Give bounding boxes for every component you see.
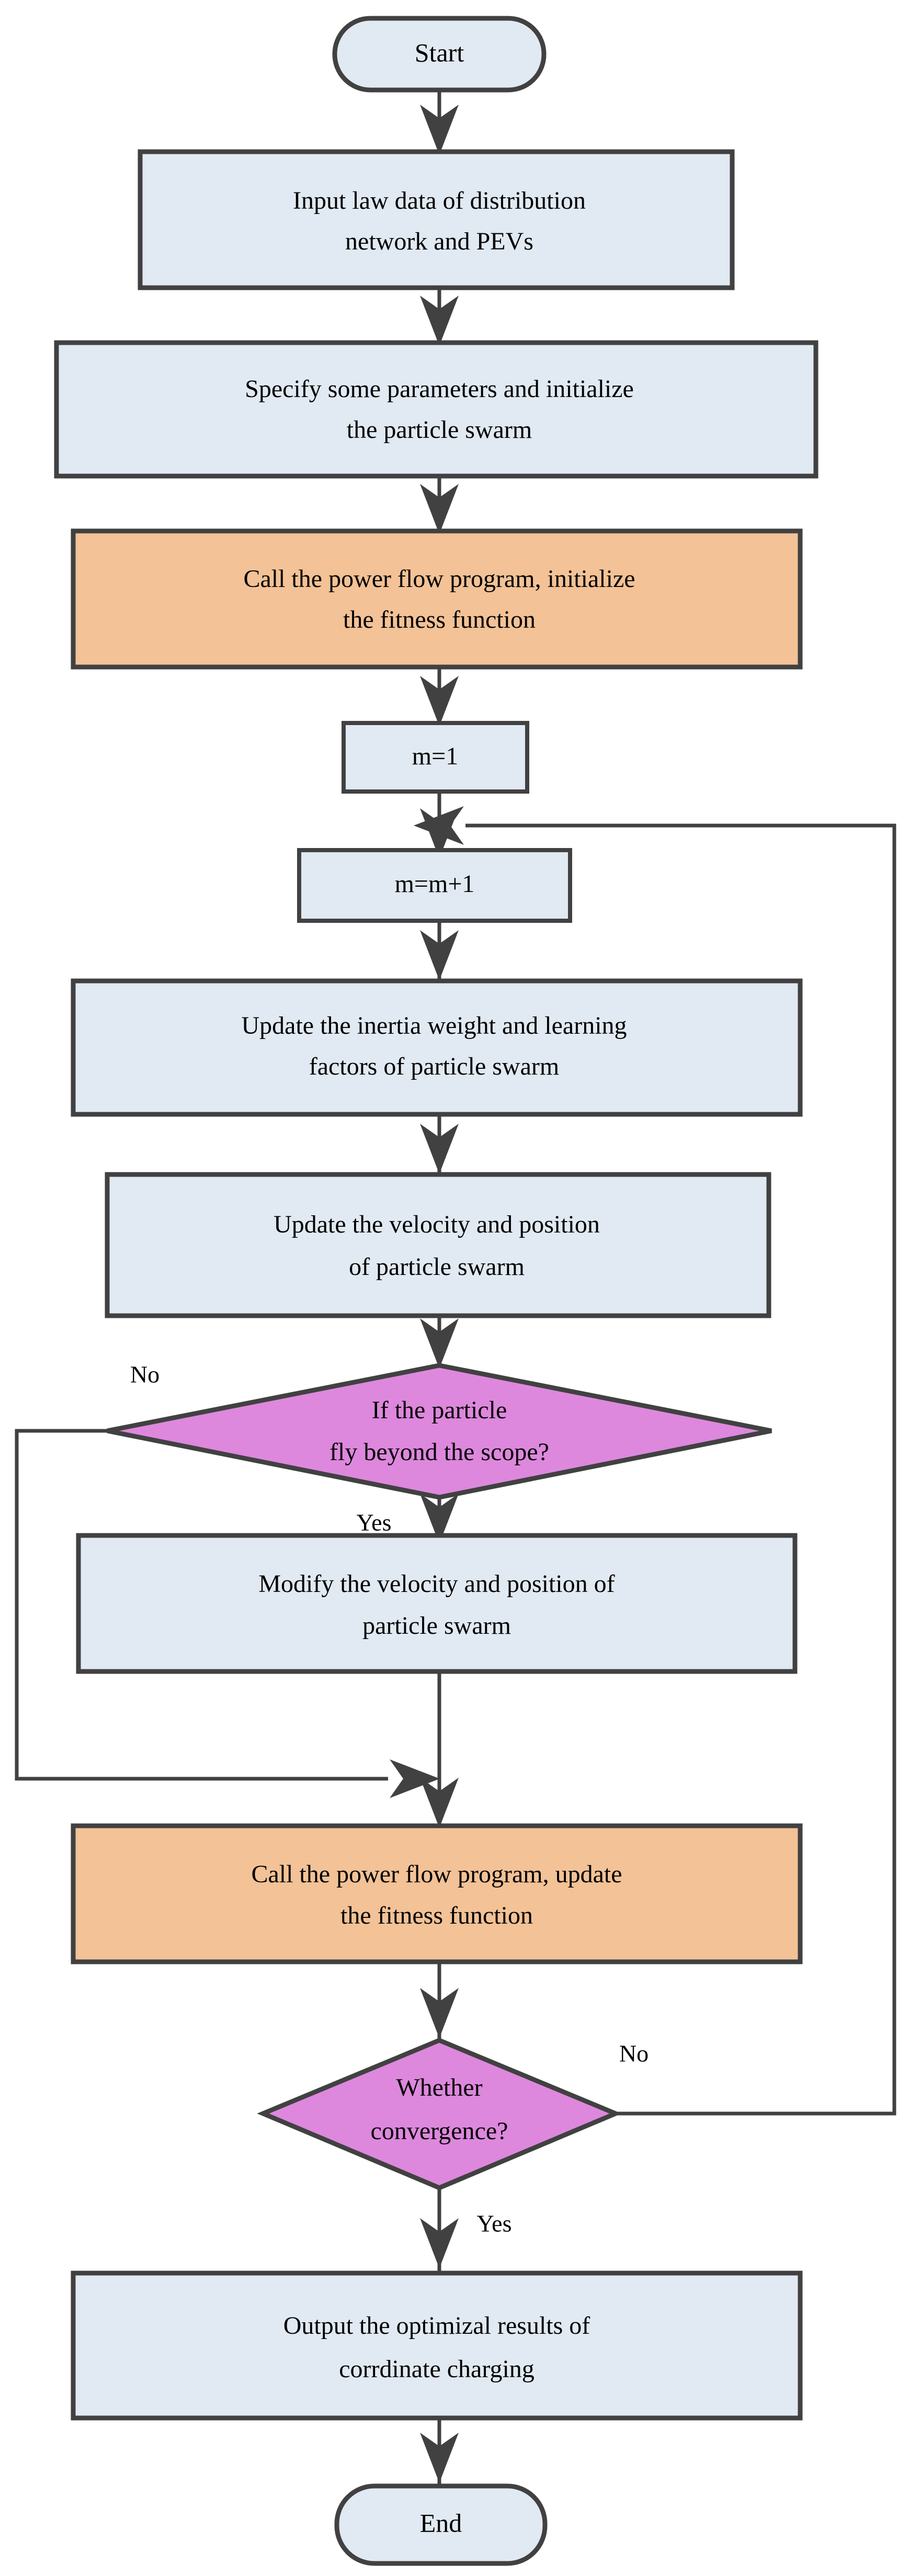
m-inc-label: m=m+1 <box>395 870 475 898</box>
input-data-line-2: network and PEVs <box>345 228 533 255</box>
edge-decideconv-no-loopback <box>465 823 896 2116</box>
call-init-line-2: the fitness function <box>343 606 536 634</box>
decide-scope-line-1: If the particle <box>372 1396 507 1424</box>
decide-convergence-line-1: Whether <box>396 2074 482 2102</box>
modify-velocity-line-2: particle swarm <box>362 1612 511 1640</box>
node-modify-velocity[interactable]: Modify the velocity and position of part… <box>76 1533 798 1674</box>
m-inc-shape <box>297 848 572 923</box>
edge-labels: No Yes No Yes <box>130 1361 649 2237</box>
node-decide-scope[interactable]: If the particle fly beyond the scope? <box>107 1363 772 1500</box>
call-update-line-2: the fitness function <box>340 1902 533 1929</box>
label-conv-no: No <box>619 2040 649 2067</box>
output-line-1: Output the optimizal results of <box>283 2312 590 2340</box>
update-velocity-line-2: of particle swarm <box>349 1253 525 1281</box>
label-scope-yes: Yes <box>357 1509 392 1536</box>
output-shape <box>71 2270 803 2421</box>
modify-velocity-shape <box>76 1533 798 1674</box>
decide-scope-shape <box>107 1363 772 1500</box>
node-end[interactable]: End <box>334 2483 548 2566</box>
label-conv-yes: Yes <box>477 2210 512 2237</box>
start-shape <box>332 16 547 93</box>
node-call-update[interactable]: Call the power flow program, update the … <box>71 1823 803 1964</box>
update-velocity-line-1: Update the velocity and position <box>274 1211 600 1238</box>
decide-convergence-line-2: convergence? <box>371 2117 508 2145</box>
specify-shape <box>54 340 818 479</box>
end-shape <box>334 2483 548 2566</box>
update-weight-shape <box>71 978 803 1117</box>
modify-velocity-line-1: Modify the velocity and position of <box>258 1570 615 1598</box>
connectors <box>15 89 896 2486</box>
node-update-weight[interactable]: Update the inertia weight and learning f… <box>71 978 803 1117</box>
update-weight-line-1: Update the inertia weight and learning <box>241 1012 627 1040</box>
end-label: End <box>420 2508 462 2537</box>
node-start[interactable]: Start <box>332 16 547 93</box>
node-update-velocity[interactable]: Update the velocity and position of part… <box>105 1172 771 1318</box>
specify-line-1: Specify some parameters and initialize <box>245 375 634 403</box>
node-m-inc[interactable]: m=m+1 <box>297 848 572 923</box>
decide-convergence-shape <box>257 2038 622 2190</box>
specify-line-2: the particle swarm <box>347 416 532 444</box>
start-label: Start <box>415 38 464 67</box>
input-data-shape <box>138 149 735 290</box>
node-call-init[interactable]: Call the power flow program, initialize … <box>71 528 803 670</box>
label-scope-no: No <box>130 1361 160 1388</box>
edge-decidescope-no-bypass <box>15 1429 388 1781</box>
node-decide-convergence[interactable]: Whether convergence? <box>257 2038 622 2190</box>
call-update-shape <box>71 1823 803 1964</box>
update-weight-line-2: factors of particle swarm <box>309 1053 559 1080</box>
node-m-init[interactable]: m=1 <box>342 721 529 794</box>
node-specify[interactable]: Specify some parameters and initialize t… <box>54 340 818 479</box>
m-init-shape <box>342 721 529 794</box>
call-update-line-1: Call the power flow program, update <box>251 1860 622 1888</box>
call-init-line-1: Call the power flow program, initialize <box>243 565 635 593</box>
update-velocity-shape <box>105 1172 771 1318</box>
output-line-2: corrdinate charging <box>339 2355 535 2383</box>
m-init-label: m=1 <box>412 742 458 770</box>
decide-scope-line-2: fly beyond the scope? <box>329 1438 549 1466</box>
call-init-shape <box>71 528 803 670</box>
node-input-data[interactable]: Input law data of distribution network a… <box>138 149 735 290</box>
input-data-line-1: Input law data of distribution <box>293 187 586 214</box>
node-output[interactable]: Output the optimizal results of corrdina… <box>71 2270 803 2421</box>
